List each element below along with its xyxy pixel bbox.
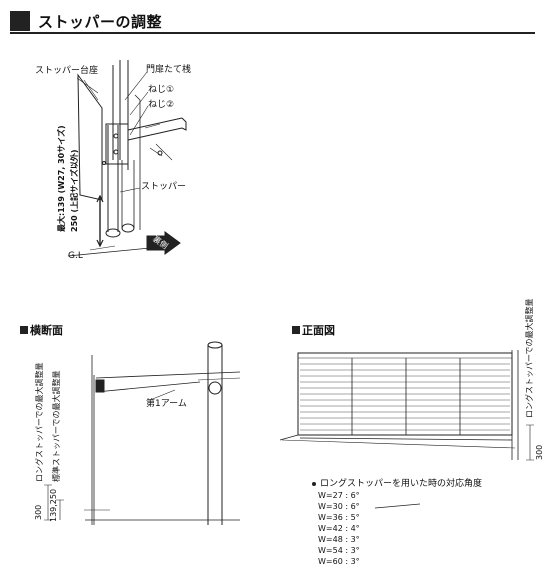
leader-screw1 [129,91,149,116]
label-gl: G.L [68,251,83,261]
angle-item: W=60 : 3° [318,557,360,566]
label-stopper-base: ストッパー台座 [35,66,99,76]
label-long-stopper-max-front: ロングストッパーでの最大調整量 [525,298,534,418]
leader-screw2 [129,105,149,136]
front-view-title: 正面図 [292,322,335,338]
dim-300-cross: 300 [34,504,43,520]
dim-139-250: 139,250 [49,488,58,522]
label-arm: 第1アーム [146,399,187,409]
angle-item: W=48 : 3° [318,535,360,544]
angle-item: W=36 : 5° [318,513,360,522]
leader-gate-stile [124,71,148,101]
direction-arrow-icon [146,231,181,255]
leader-arm [149,389,176,401]
leader-stopper [119,187,141,193]
leader-stopper-base [76,77,99,94]
dim-300-front: 300 [535,444,544,460]
horizontal-rail [127,117,187,141]
fence-slats [300,363,510,431]
section-square-icon [20,326,28,334]
title-bar: ストッパーの調整 [10,10,535,34]
title-square-icon [10,11,30,31]
section-square-icon [292,326,300,334]
angle-item: W=54 : 3° [318,546,360,555]
angle-item: W=27 : 6° [318,491,360,500]
cross-section-title: 横断面 [20,322,63,338]
label-screw2: ねじ② [148,100,175,110]
stopper-rod [107,125,119,232]
stopper-base-plate [77,73,103,201]
bullet-icon [312,481,316,486]
label-max-height-line1: 最大:139 (W27, 30サイズ) [57,125,66,232]
angle-item: W=30 : 6° [318,502,360,511]
label-gate-stile: 門扉たて桟 [146,65,192,75]
angle-item: W=42 : 4° [318,524,360,533]
label-long-stopper-max-cross: ロングストッパーでの最大調整量 [35,362,44,482]
front-ground [281,439,516,449]
page-title: ストッパーの調整 [38,13,163,31]
front-post [511,350,519,460]
stopper-bracket [105,123,129,165]
label-stopper: ストッパー [141,182,187,192]
ground-line [67,247,151,257]
angle-list: W=27 : 6° W=30 : 6° W=36 : 5° W=42 : 4° … [318,490,360,567]
angle-note: ロングストッパーを用いた時の対応角度 [312,476,482,489]
post [207,345,223,525]
label-std-stopper-max: 標準ストッパーでの最大調整量 [52,370,61,482]
label-max-height-line2: 250 (上記サイズ以外) [70,149,79,232]
label-screw1: ねじ① [148,85,175,95]
